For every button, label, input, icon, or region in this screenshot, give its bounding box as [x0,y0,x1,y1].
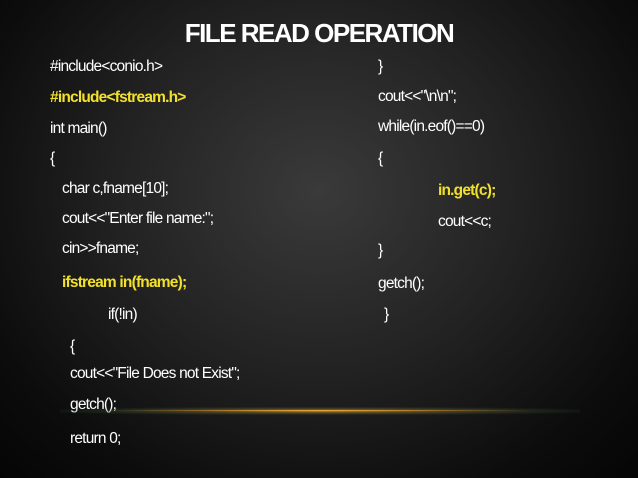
code-line-while-close-brace: } [378,242,383,259]
code-line-in-get: in.get(c); [438,182,496,199]
code-line-getch-right: getch(); [378,275,425,292]
code-line-open-brace: { [50,150,55,167]
decorative-glow [60,407,580,415]
code-line-inner-close-brace: } [378,58,383,75]
code-line-prompt: cout<<"Enter file name:"; [62,210,214,227]
code-line-main-close-brace: } [384,306,389,323]
code-line-while: while(in.eof()==0) [378,118,485,135]
code-line-declaration: char c,fname[10]; [62,180,169,197]
code-line-ifstream: ifstream in(fname); [62,274,187,291]
code-line-cout-c: cout<<c; [438,213,492,230]
code-line-inner-open-brace: { [70,338,75,355]
code-line-if-not-in: if(!in) [108,306,138,323]
code-line-include-fstream: #include<fstream.h> [50,89,186,106]
code-line-int-main: int main() [50,120,107,137]
code-line-return: return 0; [70,430,121,447]
code-line-include-conio: #include<conio.h> [50,58,163,75]
decorative-glow-line [110,410,530,411]
slide-title: FILE READ OPERATION [184,18,455,48]
code-line-getch-left: getch(); [70,396,117,413]
code-line-cin: cin>>fname; [62,240,139,257]
code-line-error-message: cout<<"File Does not Exist"; [70,365,240,382]
code-line-cout-newlines: cout<<"\n\n"; [378,88,457,105]
code-line-while-open-brace: { [378,150,383,167]
